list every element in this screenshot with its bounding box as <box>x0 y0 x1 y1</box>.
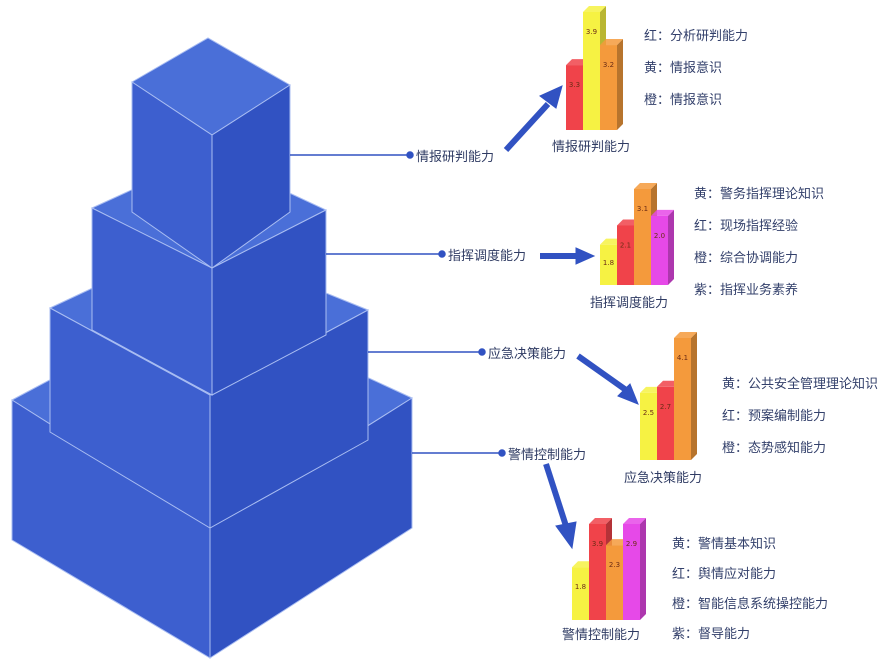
legend-item: 黄：公共安全管理理论知识 <box>722 377 879 392</box>
legend-item: 黄：警情基本知识 <box>672 537 777 552</box>
bar-value-label: 2.0 <box>654 232 665 240</box>
bar-value-label: 3.2 <box>603 61 614 69</box>
level-label-control: 警情控制能力 <box>508 448 587 463</box>
level-label-decision: 应急决策能力 <box>488 347 567 362</box>
legend-item: 紫：指挥业务素养 <box>694 283 799 298</box>
level-label-intel: 情报研判能力 <box>416 150 495 165</box>
bar-value-label: 4.1 <box>677 354 688 362</box>
bar-value-label: 1.8 <box>575 583 586 591</box>
bar-value-label: 2.9 <box>626 540 637 548</box>
bar-value-label: 2.5 <box>643 409 654 417</box>
bar-value-label: 2.3 <box>609 561 620 569</box>
legend-item: 黄：情报意识 <box>644 61 723 76</box>
level-label-command: 指挥调度能力 <box>448 249 527 264</box>
legend-item: 紫：督导能力 <box>672 627 751 642</box>
chart-title-intel: 情报研判能力 <box>552 140 631 155</box>
bar-value-label: 1.8 <box>603 259 614 267</box>
arrows <box>503 85 639 550</box>
legend-item: 橙：智能信息系统操控能力 <box>672 597 829 612</box>
legend-item: 橙：态势感知能力 <box>722 441 827 456</box>
bar-value-label: 2.1 <box>620 241 631 249</box>
chart-title-control: 警情控制能力 <box>562 628 641 643</box>
mini-charts: 3.3 3.9 3.2 1.8 2.1 3.1 2.0 2.5 2.7 4.1 1.8 3.9 2.3 2… <box>566 6 697 620</box>
bar-value-label: 2.7 <box>660 403 671 411</box>
legend-item: 橙：情报意识 <box>644 93 723 108</box>
legend-item: 黄：警务指挥理论知识 <box>694 187 825 202</box>
connector-lines <box>290 151 506 457</box>
legend-item: 红：现场指挥经验 <box>694 219 799 234</box>
bar-value-label: 3.9 <box>592 540 603 548</box>
bar-value-label: 3.1 <box>637 205 648 213</box>
bar-value-label: 3.3 <box>569 81 580 89</box>
chart-title-decision: 应急决策能力 <box>624 471 703 486</box>
legend-item: 红：预案编制能力 <box>722 409 827 424</box>
pyramid-tier-1 <box>131 37 291 269</box>
bar: 2.9 <box>623 518 646 620</box>
bar: 4.1 <box>674 332 697 460</box>
legend-item: 红：分析研判能力 <box>644 29 749 44</box>
bar: 3.2 <box>600 39 623 130</box>
bar: 2.0 <box>651 209 674 285</box>
chart-title-command: 指挥调度能力 <box>590 296 669 311</box>
bar-value-label: 3.9 <box>586 28 597 36</box>
legend-item: 红：舆情应对能力 <box>672 567 777 582</box>
legend-item: 橙：综合协调能力 <box>694 251 799 266</box>
